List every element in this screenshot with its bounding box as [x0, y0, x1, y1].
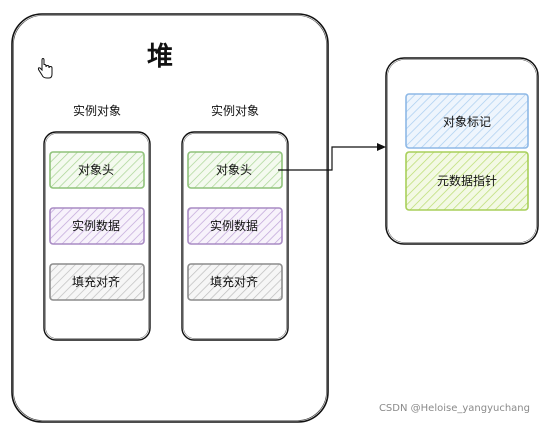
object-1-padding-label: 填充对齐 — [71, 275, 120, 289]
object-1-header-label: 对象头 — [77, 163, 114, 177]
header-detail-container — [385, 57, 539, 245]
object-1-caption: 实例对象 — [72, 104, 121, 118]
mark-word-box — [405, 93, 529, 149]
object-1-padding-box — [49, 263, 145, 301]
object-1-data-label: 实例数据 — [71, 219, 120, 233]
object-2-padding-box — [187, 263, 283, 301]
mark-word-label: 对象标记 — [442, 115, 491, 129]
object-2-data-label: 实例数据 — [209, 219, 258, 233]
object-1-header-box — [49, 151, 145, 189]
header-arrow — [278, 143, 386, 171]
object-2-padding-label: 填充对齐 — [209, 275, 258, 289]
watermark: CSDN @Heloise_yangyuchang — [378, 403, 530, 414]
object-2-header-label: 对象头 — [215, 163, 252, 177]
heap-title: 堆 — [146, 42, 173, 72]
metadata-pointer-box — [405, 151, 529, 211]
hand-cursor-icon — [37, 58, 53, 79]
object-2-data-box — [187, 207, 283, 245]
object-2-caption: 实例对象 — [210, 104, 259, 118]
object-1-data-box — [49, 207, 145, 245]
metadata-pointer-label: 元数据指针 — [436, 174, 497, 188]
